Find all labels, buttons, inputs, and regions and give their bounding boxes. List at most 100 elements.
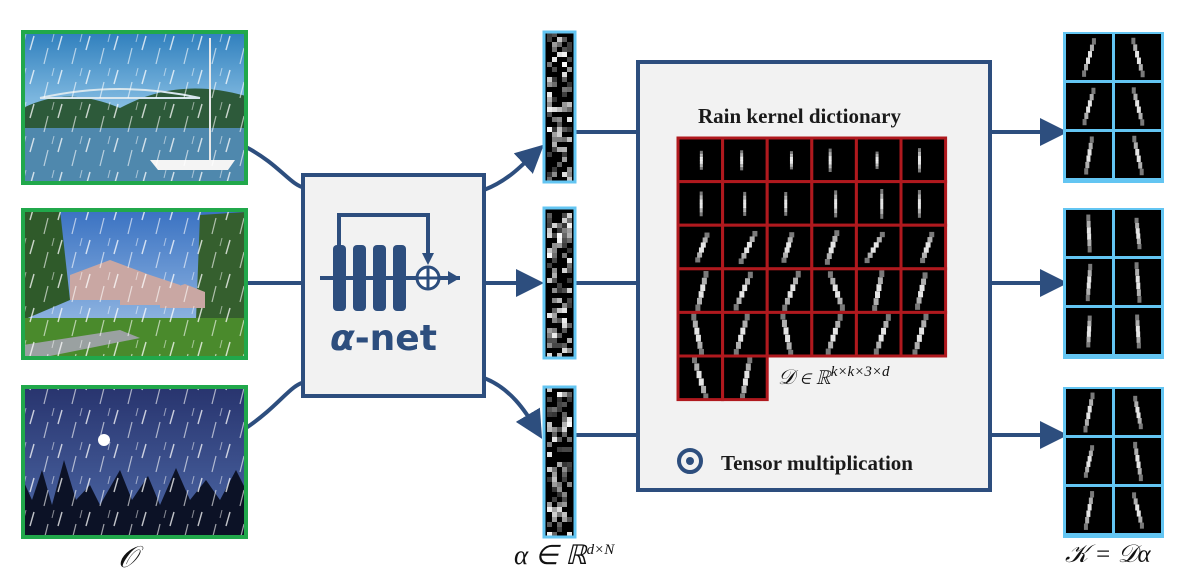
output-kernels	[1063, 32, 1164, 538]
kernel-streak-segment	[784, 211, 788, 216]
kernel-streak-segment	[1135, 269, 1140, 276]
code-cell	[557, 283, 562, 288]
dictionary-kernel-cell	[721, 136, 769, 184]
kernel-streak-segment	[834, 208, 838, 213]
code-vector-3	[542, 385, 577, 539]
kernel-streak-segment	[880, 208, 884, 214]
kernel-streak-segment	[1139, 522, 1144, 529]
code-cell	[557, 243, 562, 248]
kernel-streak-segment	[1133, 93, 1138, 101]
code-cell	[552, 268, 557, 273]
dictionary-kernel-cell	[899, 136, 948, 184]
dictionary-kernel-cell	[854, 223, 903, 271]
code-cell	[552, 497, 557, 502]
kernel-streak-segment	[752, 230, 758, 237]
output-kernel-cell	[1066, 132, 1112, 178]
code-cell	[552, 308, 557, 313]
code-cell	[562, 467, 567, 472]
kernel-streak-segment	[879, 270, 885, 278]
code-cell	[547, 338, 552, 343]
kernel-streak-segment	[876, 237, 882, 243]
code-cell	[557, 487, 562, 492]
code-cell	[562, 253, 567, 258]
kernel-streak-segment	[702, 237, 708, 243]
output-kernel-cell	[1115, 389, 1161, 435]
kernel-streak-segment	[1084, 64, 1089, 71]
kernel-streak-segment	[917, 199, 921, 205]
code-cell	[547, 82, 552, 87]
kernel-streak-segment	[834, 203, 838, 209]
kernel-streak-segment	[698, 348, 704, 356]
code-cell	[552, 517, 557, 522]
kernel-streak-segment	[1086, 106, 1091, 113]
code-cell	[552, 243, 557, 248]
dictionary-kernel-cell	[676, 180, 725, 227]
kernel-streak-segment	[698, 247, 704, 253]
kernel-streak-segment	[875, 157, 879, 161]
kernel-streak-segment	[1140, 119, 1145, 126]
kernel-streak-segment	[699, 153, 703, 158]
code-cell	[567, 57, 572, 62]
kernel-streak-segment	[1135, 50, 1140, 58]
output-kernel-cell	[1066, 389, 1112, 435]
code-cell	[552, 512, 557, 517]
kernel-streak-segment	[828, 167, 832, 173]
kernel-streak-segment	[1138, 474, 1143, 482]
code-cell	[562, 318, 567, 323]
code-cell	[557, 392, 562, 397]
code-cell	[547, 427, 552, 432]
kernel-streak-segment	[883, 320, 889, 328]
code-cell	[557, 42, 562, 47]
code-cell	[547, 532, 552, 537]
connectors-net-to-codes	[483, 144, 544, 439]
dictionary-kernel-cell	[854, 180, 903, 227]
code-cell	[567, 467, 572, 472]
kernel-streak-segment	[1134, 448, 1139, 455]
kernel-streak-segment	[832, 284, 838, 292]
dictionary-kernel-cell	[721, 310, 769, 358]
code-cell	[557, 223, 562, 228]
kernel-streak-segment	[749, 236, 755, 243]
dictionary-kernel-cell	[765, 180, 814, 227]
kernel-streak-segment	[1086, 336, 1091, 343]
kernel-streak-segment	[784, 207, 788, 212]
kernel-streak-segment	[873, 298, 879, 305]
kernel-streak-segment	[790, 284, 796, 292]
dictionary-kernel-cell	[676, 136, 725, 184]
kernel-streak-segment	[1140, 70, 1145, 78]
kernel-streak-segment	[1136, 342, 1141, 349]
code-cell	[557, 397, 562, 402]
kernel-streak-segment	[1091, 38, 1096, 45]
code-cell	[557, 462, 562, 467]
code-cell	[562, 87, 567, 92]
code-cell	[552, 82, 557, 87]
kernel-streak-segment	[793, 277, 799, 285]
code-cell	[557, 137, 562, 142]
kernel-streak-segment	[789, 163, 793, 167]
kernel-streak-segment	[1086, 331, 1091, 337]
code-cell	[562, 512, 567, 517]
kernel-streak-segment	[1089, 44, 1094, 51]
kernel-streak-segment	[921, 252, 927, 258]
kernel-streak-segment	[740, 156, 744, 161]
code-cell	[567, 87, 572, 92]
kernel-streak-segment	[697, 341, 703, 349]
code-cell	[547, 313, 552, 318]
kernel-streak-segment	[697, 297, 703, 305]
code-cell	[557, 512, 562, 517]
dictionary-kernel-cell	[721, 354, 769, 402]
code-cell	[552, 42, 557, 47]
kernel-streak-segment	[696, 370, 702, 379]
code-cell	[567, 532, 572, 537]
dictionary-math: 𝒟 ∈ ℝk×k×3×d	[778, 364, 890, 389]
kernel-streak-segment	[828, 152, 832, 157]
connectors-panel-to-outputs	[990, 118, 1068, 449]
code-cell	[547, 253, 552, 258]
code-cell	[547, 213, 552, 218]
input-image-night	[21, 385, 248, 539]
code-cell	[557, 162, 562, 167]
kernel-streak-segment	[742, 284, 748, 292]
kernel-streak-segment	[864, 257, 870, 264]
code-cell	[567, 323, 572, 328]
kernel-streak-segment	[912, 349, 918, 357]
